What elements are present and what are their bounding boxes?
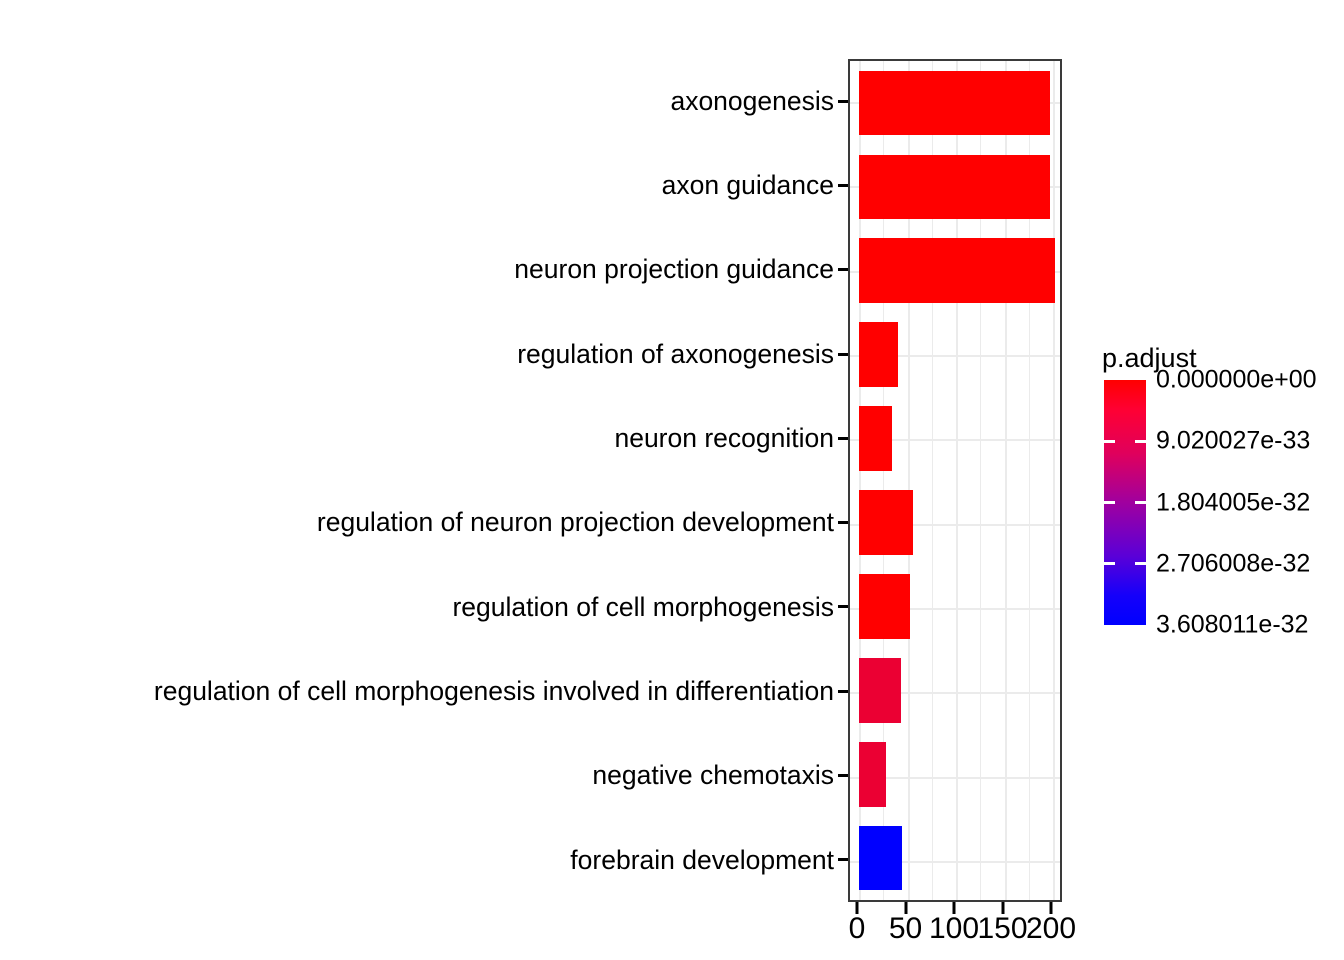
y-axis-tick — [838, 143, 848, 227]
grid-line-vertical — [1053, 61, 1055, 900]
x-axis-tick-label: 150 — [977, 912, 1028, 945]
bar-row — [850, 313, 1060, 397]
x-axis-tick-label: 50 — [888, 912, 923, 945]
legend-tick-label: 2.706008e-32 — [1156, 549, 1311, 578]
bar-row — [850, 481, 1060, 565]
y-axis-tick — [838, 228, 848, 312]
y-axis-label: regulation of axonogenesis — [0, 312, 836, 396]
y-axis-ticks — [838, 59, 848, 902]
x-axis-tick-label: 100 — [928, 912, 980, 945]
grid-line-horizontal — [850, 776, 1060, 779]
bar-row — [850, 145, 1060, 229]
y-axis-label: regulation of neuron projection developm… — [0, 480, 836, 564]
y-axis-label-text: forebrain development — [570, 844, 834, 875]
grid-lines — [850, 61, 1060, 900]
bar-row — [850, 61, 1060, 145]
legend-colorbar — [1104, 380, 1146, 625]
y-axis-label-text: regulation of cell morphogenesis — [452, 591, 834, 622]
bar-row — [850, 732, 1060, 816]
bar-9[interactable] — [859, 825, 902, 891]
y-axis-label: forebrain development — [0, 818, 836, 902]
grid-line-horizontal — [850, 523, 1060, 526]
y-axis-label: negative chemotaxis — [0, 733, 836, 817]
grid-line-vertical — [980, 61, 982, 900]
y-axis-label: regulation of cell morphogenesis involve… — [0, 649, 836, 733]
legend-tick-label: 3.608011e-32 — [1156, 610, 1309, 639]
bar-row — [850, 564, 1060, 648]
grid-line-horizontal — [850, 692, 1060, 695]
y-axis-tick — [838, 565, 848, 649]
legend-colorbar-group: 0.000000e+00 9.020027e-33 1.804005e-32 2.70… — [1100, 367, 1344, 637]
y-axis-tick — [838, 649, 848, 733]
plot-panel — [848, 59, 1062, 902]
y-axis-tick — [838, 480, 848, 564]
y-axis-label: neuron recognition — [0, 396, 836, 480]
x-axis-ticks — [848, 902, 1062, 914]
bar-0[interactable] — [859, 70, 1051, 136]
bar-3[interactable] — [859, 322, 898, 387]
grid-line-horizontal — [850, 355, 1060, 358]
y-axis-label: axonogenesis — [0, 59, 836, 143]
x-axis-tick — [1001, 902, 1004, 914]
y-axis-tick — [838, 312, 848, 396]
y-axis-label-text: neuron projection guidance — [514, 254, 834, 285]
bar-row — [850, 816, 1060, 900]
x-axis-tick-label: 200 — [1025, 912, 1077, 945]
grid-line-vertical — [1004, 61, 1007, 900]
grid-line-horizontal — [850, 607, 1060, 610]
grid-line-vertical — [1028, 61, 1030, 900]
y-axis-label-text: neuron recognition — [614, 423, 834, 454]
grid-line-vertical — [907, 61, 910, 900]
y-axis-label-text: axon guidance — [661, 170, 834, 201]
x-axis-tick — [952, 902, 956, 914]
bar-7[interactable] — [859, 658, 901, 723]
legend-tick-label: 0.000000e+00 — [1156, 365, 1317, 394]
bar-8[interactable] — [859, 741, 887, 807]
y-axis-tick — [838, 396, 848, 480]
x-axis-tick — [904, 902, 907, 914]
legend: p.adjust 0.000000e+00 9.020027e-33 1.80400… — [1100, 343, 1344, 638]
y-axis-tick — [838, 733, 848, 817]
x-axis-tick-label: 0 — [848, 912, 866, 945]
y-axis-label: regulation of cell morphogenesis — [0, 565, 836, 649]
y-axis-label-text: regulation of axonogenesis — [517, 338, 834, 369]
y-axis-category-labels: axonogenesis axon guidance neuron projec… — [0, 59, 836, 902]
bar-row — [850, 229, 1060, 313]
y-axis-tick — [838, 818, 848, 902]
y-axis-label-text: regulation of cell morphogenesis involve… — [153, 675, 834, 706]
grid-line-horizontal — [850, 860, 1060, 863]
bar-1[interactable] — [859, 154, 1051, 220]
bar-5[interactable] — [859, 490, 914, 555]
legend-tick-label: 1.804005e-32 — [1156, 488, 1311, 516]
y-axis-label-text: negative chemotaxis — [592, 760, 834, 791]
y-axis-tick — [838, 59, 848, 143]
y-axis-label: neuron projection guidance — [0, 228, 836, 312]
x-axis-tick — [855, 902, 859, 914]
x-axis-tick — [1049, 902, 1053, 914]
bar-row — [850, 397, 1060, 481]
grid-line-horizontal — [850, 439, 1060, 442]
y-axis-label-text: axonogenesis — [670, 85, 834, 116]
bar-row — [850, 648, 1060, 732]
grid-line-vertical — [931, 61, 933, 900]
bar-6[interactable] — [859, 574, 911, 639]
y-axis-label-text: regulation of neuron projection developm… — [316, 507, 834, 538]
legend-tick-label: 9.020027e-33 — [1156, 426, 1311, 455]
legend-title: p.adjust — [1102, 343, 1197, 373]
y-axis-label: axon guidance — [0, 143, 836, 227]
bar-4[interactable] — [859, 406, 892, 471]
grid-line-vertical — [859, 61, 861, 900]
bar-series — [850, 61, 1060, 900]
bar-2[interactable] — [859, 238, 1055, 304]
grid-line-vertical — [883, 61, 885, 900]
grid-line-vertical — [956, 61, 958, 900]
